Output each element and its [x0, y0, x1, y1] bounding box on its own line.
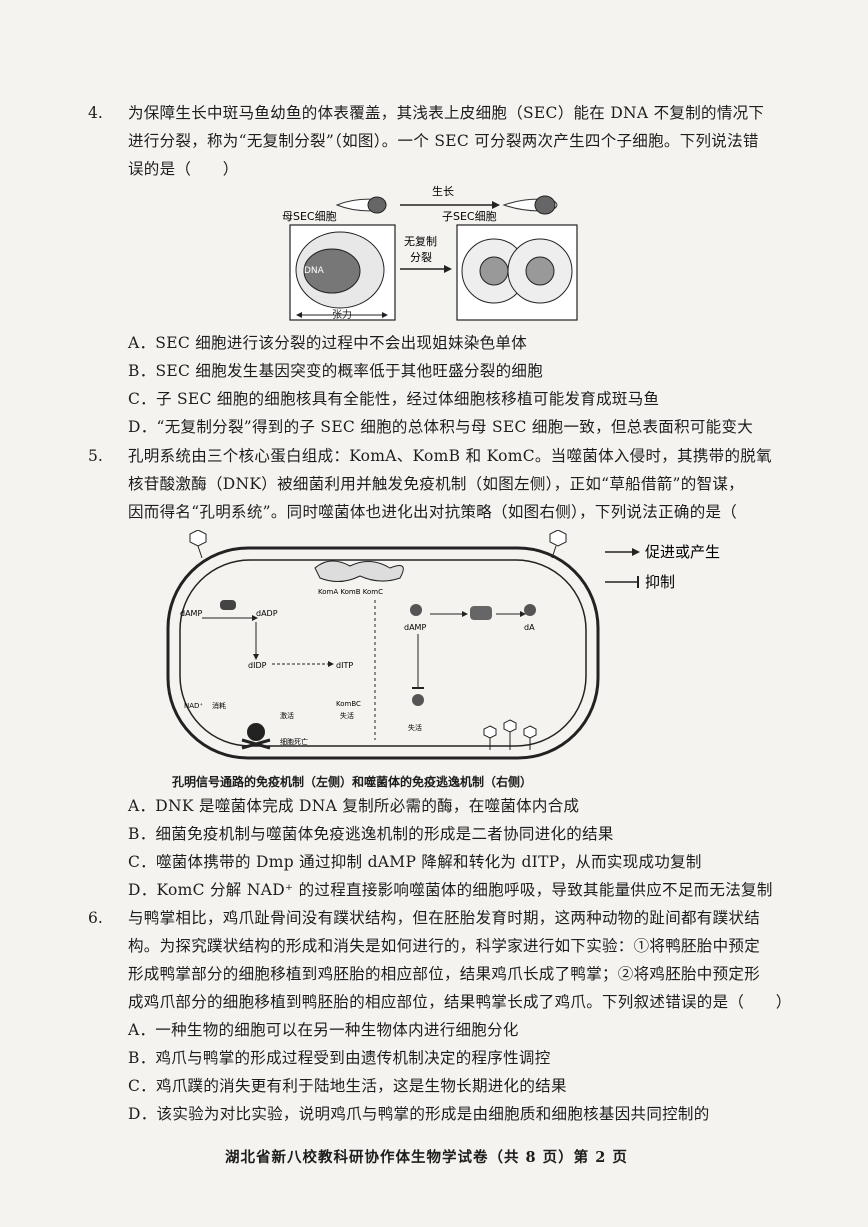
- dmp-protein-icon: [410, 604, 422, 616]
- division-label-2: 分裂: [410, 251, 432, 264]
- question-5-line: 核苷酸激酶（DNK）被细菌利用并触发免疫机制（如图左侧），正如“草船借箭”的智谋…: [128, 475, 744, 493]
- bacterial-cell-wall: [166, 546, 600, 760]
- question-5-line: 孔明系统由三个核心蛋白组成：KomA、KomB 和 KomC。当噬菌体入侵时，其…: [128, 447, 772, 465]
- dna-label: DNA: [304, 266, 325, 276]
- question-4-option-c: C．子 SEC 细胞的细胞核具有全能性，经过体细胞核移植可能发育成斑马鱼: [128, 390, 660, 408]
- mother-sec-label: 母SEC细胞: [282, 210, 337, 223]
- phage-icon: [549, 530, 567, 559]
- dadp-label: dADP: [256, 609, 278, 618]
- question-5-option-d: D．KomC 分解 NAD⁺ 的过程直接影响噬菌体的细胞呼吸，导致其能量供应不足…: [128, 881, 773, 899]
- inactive-left-label: 失活: [340, 711, 354, 720]
- question-4-option-a: A．SEC 细胞进行该分裂的过程中不会出现姐妹染色单体: [128, 334, 528, 352]
- skull-icon: [241, 723, 271, 750]
- question-4-option-b: B．SEC 细胞发生基因突变的概率低于其他旺盛分裂的细胞: [128, 362, 544, 380]
- question-4-line: 为保障生长中斑马鱼幼鱼的体表覆盖，其浅表上皮细胞（SEC）能在 DNA 不复制的…: [128, 104, 765, 122]
- question-6-option-a: A．一种生物的细胞可以在另一种生物体内进行细胞分化: [128, 1021, 519, 1039]
- phage-enzyme-icon: [470, 606, 492, 620]
- da-label: dA: [524, 623, 535, 632]
- growth-label: 生长: [432, 184, 454, 198]
- question-6-line: 构。为探究蹼状结构的形成和消失是如何进行的，科学家进行如下实验：①将鸭胚胎中预定: [128, 937, 761, 955]
- kom-genes-label: KomA KomB KomC: [318, 588, 383, 596]
- inactive-right-label: 失活: [408, 723, 422, 732]
- question-6-option-c: C．鸡爪蹼的消失更有利于陆地生活，这是生物长期进化的结果: [128, 1077, 567, 1095]
- legend-promote: 促进或产生: [645, 543, 720, 561]
- question-4-number: 4.: [88, 104, 103, 122]
- legend-inhibit: 抑制: [645, 573, 675, 591]
- page-footer: 湖北省新八校教科研协作体生物学试卷（共 8 页）第 2 页: [225, 1149, 628, 1166]
- ditp-label: dITP: [336, 661, 353, 670]
- komming-system-figure: 促进或产生 抑制 KomA KomB KomC dAMP dADP dIDP d…: [166, 530, 720, 760]
- question-6-line: 成鸡爪部分的细胞移植到鸭胚胎的相应部位，结果鸭掌长成了鸡爪。下列叙述错误的是（ …: [128, 993, 792, 1011]
- fish-larva-icon: [335, 196, 387, 214]
- fail-label: 激活: [280, 711, 294, 720]
- division-label-1: 无复制: [404, 234, 437, 248]
- kombc-label: KomBC: [336, 700, 361, 708]
- question-5-number: 5.: [88, 447, 103, 465]
- question-6-line: 与鸭掌相比，鸡爪趾骨间没有蹼状结构，但在胚胎发育时期，这两种动物的趾间都有蹼状结: [128, 909, 761, 927]
- tension-label: 张力: [332, 308, 352, 321]
- question-5-option-c: C．噬菌体携带的 Dmp 通过抑制 dAMP 降解和转化为 dITP，从而实现成…: [128, 853, 702, 871]
- dna-coil-icon: [314, 560, 404, 582]
- didp-label: dIDP: [248, 661, 267, 670]
- damp-left-label: dAMP: [180, 609, 202, 618]
- question-5-option-b: B．细菌免疫机制与噬菌体免疫逃逸机制的形成是二者协同进化的结果: [128, 825, 614, 843]
- death-label: 细胞死亡: [280, 737, 308, 746]
- mother-nucleus: [303, 248, 361, 294]
- question-5-line: 因而得名“孔明系统”。同时噬菌体也进化出对抗策略（如图右侧），下列说法正确的是（: [128, 503, 738, 521]
- damp-right-label: dAMP: [404, 623, 426, 632]
- question-4-option-d: D．“无复制分裂”得到的子 SEC 细胞的总体积与母 SEC 细胞一致，但总表面…: [128, 418, 754, 436]
- question-4-line: 进行分裂，称为“无复制分裂”（如图）。一个 SEC 可分裂两次产生四个子细胞。下…: [128, 132, 759, 150]
- consume-label: 消耗: [212, 701, 226, 710]
- question-5-option-a: A．DNK 是噬菌体完成 DNA 复制所必需的酶，在噬菌体内合成: [128, 797, 580, 815]
- question-6-option-b: B．鸡爪与鸭掌的形成过程受到由遗传机制决定的程序性调控: [128, 1049, 551, 1067]
- sec-division-figure: 生长 母SEC细胞 子SEC细胞 DNA 张力 无复制 分裂: [282, 184, 578, 321]
- question-6-line: 形成鸭掌部分的细胞移植到鸡胚胎的相应部位，结果鸡爪长成了鸭掌；②将鸡胚胎中预定形: [128, 965, 761, 983]
- progeny-phage-icon: [483, 719, 537, 750]
- daughter-sec-label: 子SEC细胞: [442, 210, 497, 223]
- dnk-enzyme-icon: [220, 600, 236, 610]
- question-6-option-d: D．该实验为对比实验，说明鸡爪与鸭掌的形成是由细胞质和细胞核基因共同控制的: [128, 1105, 710, 1123]
- fish-larva-icon: [502, 195, 558, 215]
- figure-2-caption: 孔明信号通路的免疫机制（左侧）和噬菌体的免疫逃逸机制（右侧）: [172, 775, 533, 789]
- nad-label: NAD⁺: [184, 702, 203, 710]
- question-4-line: 误的是（ ）: [128, 160, 239, 178]
- phage-icon: [189, 530, 207, 559]
- question-6-number: 6.: [88, 909, 103, 927]
